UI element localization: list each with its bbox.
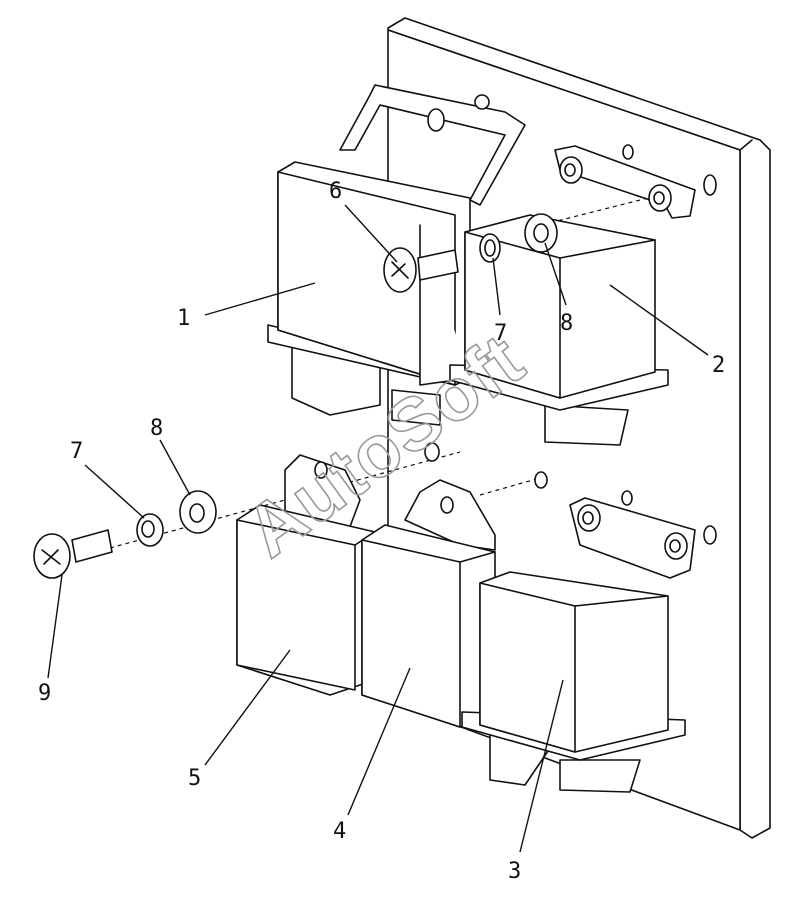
relay-1 — [267, 84, 526, 416]
callout-7-lower: 7 — [70, 439, 83, 464]
callout-9: 9 — [38, 681, 51, 706]
callout-3: 3 — [508, 859, 521, 884]
relay-5 — [236, 454, 376, 696]
flat-washer-8-lower — [179, 490, 217, 534]
assembly-axis-right — [479, 477, 541, 496]
relay-2 — [449, 144, 717, 446]
callout-5: 5 — [188, 766, 201, 791]
screw-6 — [383, 247, 459, 293]
lock-washer-7-lower — [136, 513, 164, 547]
relay-4 — [361, 479, 496, 728]
screw-9 — [33, 529, 113, 579]
callout-6: 6 — [329, 179, 342, 204]
callout-7-upper: 7 — [494, 321, 507, 346]
callout-8-lower: 8 — [150, 416, 163, 441]
flat-washer-8-upper — [524, 213, 558, 253]
callout-8-upper: 8 — [560, 311, 573, 336]
callout-2: 2 — [712, 353, 725, 378]
leader-lines — [47, 204, 709, 853]
relay-3 — [461, 471, 717, 793]
lock-washer-7-upper — [479, 233, 501, 263]
relay-behind-center — [391, 389, 441, 462]
callout-4: 4 — [333, 819, 346, 844]
callout-1: 1 — [177, 306, 190, 331]
